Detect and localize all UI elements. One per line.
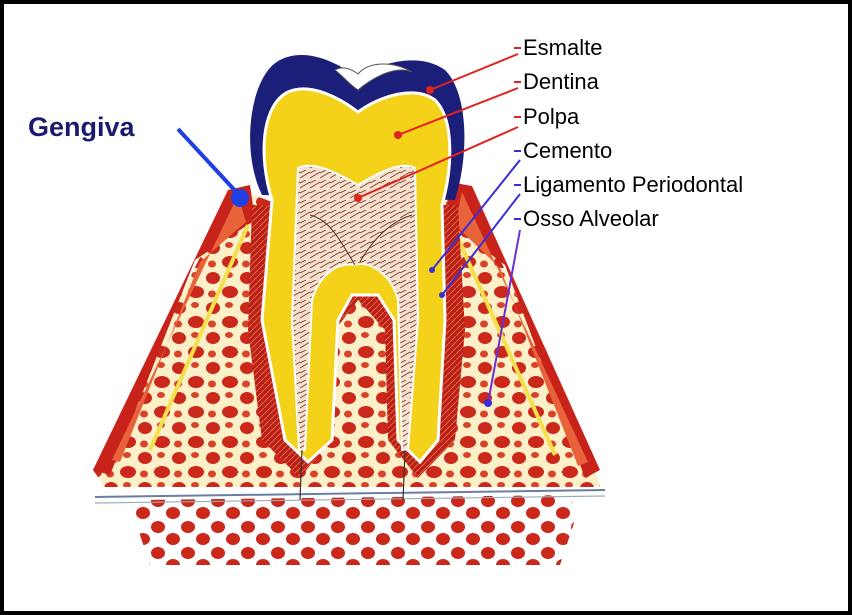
label-ligamento: Ligamento Periodontal — [523, 172, 743, 197]
gengiva-leader — [178, 129, 249, 207]
label-osso: Osso Alveolar — [523, 206, 659, 231]
label-esmalte: Esmalte — [523, 35, 602, 60]
label-polpa: Polpa — [523, 104, 580, 129]
lower-bone — [95, 490, 605, 565]
label-dentina: Dentina — [523, 69, 600, 94]
label-cemento: Cemento — [523, 138, 612, 163]
blue-dot-icon — [231, 189, 249, 207]
label-gengiva: Gengiva — [28, 112, 136, 142]
